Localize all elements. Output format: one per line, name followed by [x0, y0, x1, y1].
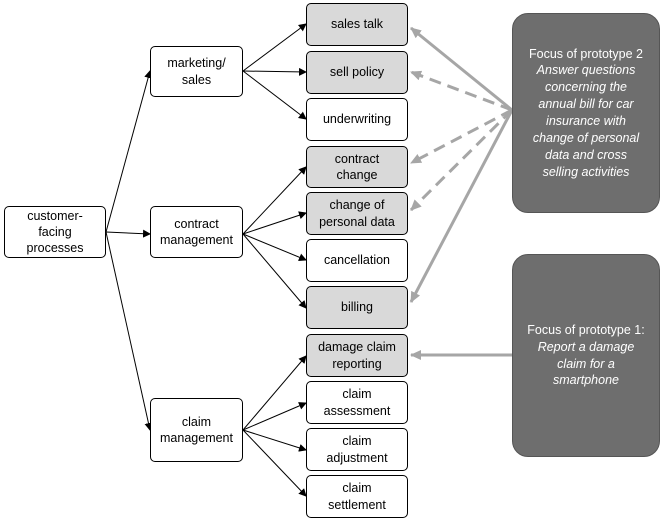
edge-contract-billing [242, 233, 307, 309]
node-claim-adjustment: claim adjustment [306, 428, 408, 471]
node-claim-management: claim management [150, 398, 243, 462]
node-sales-talk: sales talk [306, 3, 408, 46]
node-contract-management: contract management [150, 206, 243, 258]
node-billing: billing [306, 286, 408, 329]
node-customer-facing-processes: customer- facing processes [4, 206, 106, 258]
edge-claim-adjustment [242, 429, 307, 452]
focus-prototype-1-description: Report a damage claim for a smartphone [537, 339, 635, 388]
focus-prototype-1-title: Focus of prototype 1: [527, 322, 645, 337]
node-sell-policy: sell policy [306, 51, 408, 94]
node-change-personal-data: change of personal data [306, 192, 408, 235]
connector-p2-personal-data [409, 108, 514, 212]
node-claim-assessment: claim assessment [306, 381, 408, 424]
edge-contract-cancellation [242, 233, 307, 262]
edge-marketing-sell-policy [242, 67, 307, 76]
edge-claim-settlement [242, 429, 307, 497]
connector-p2-billing [409, 109, 514, 303]
edge-root-claim [105, 231, 153, 431]
connector-p2-sales-talk [410, 26, 513, 112]
focus-prototype-2-box: Focus of prototype 2 Answer questions co… [512, 13, 660, 213]
edge-contract-personal-data [242, 211, 307, 235]
focus-prototype-2-description: Answer questions concerning the annual b… [532, 63, 640, 179]
edge-marketing-sales-talk [242, 23, 307, 72]
node-cancellation: cancellation [306, 239, 408, 282]
node-marketing-sales: marketing/ sales [150, 46, 243, 97]
edge-marketing-underwriting [242, 70, 307, 120]
node-contract-change: contract change [306, 146, 408, 188]
node-damage-claim-reporting: damage claim reporting [306, 334, 408, 377]
edge-claim-reporting [242, 355, 307, 431]
connector-p2-sell-policy [410, 70, 513, 112]
edge-root-contract [105, 229, 151, 238]
node-underwriting: underwriting [306, 98, 408, 141]
focus-prototype-1-box: Focus of prototype 1: Report a damage cl… [512, 254, 660, 457]
node-claim-settlement: claim settlement [306, 475, 408, 518]
edge-root-marketing [105, 70, 153, 233]
edge-contract-change [242, 166, 307, 235]
focus-prototype-2-title: Focus of prototype 2 [529, 46, 643, 61]
edge-claim-assessment [242, 402, 307, 431]
connector-p2-contract-change [410, 108, 513, 165]
